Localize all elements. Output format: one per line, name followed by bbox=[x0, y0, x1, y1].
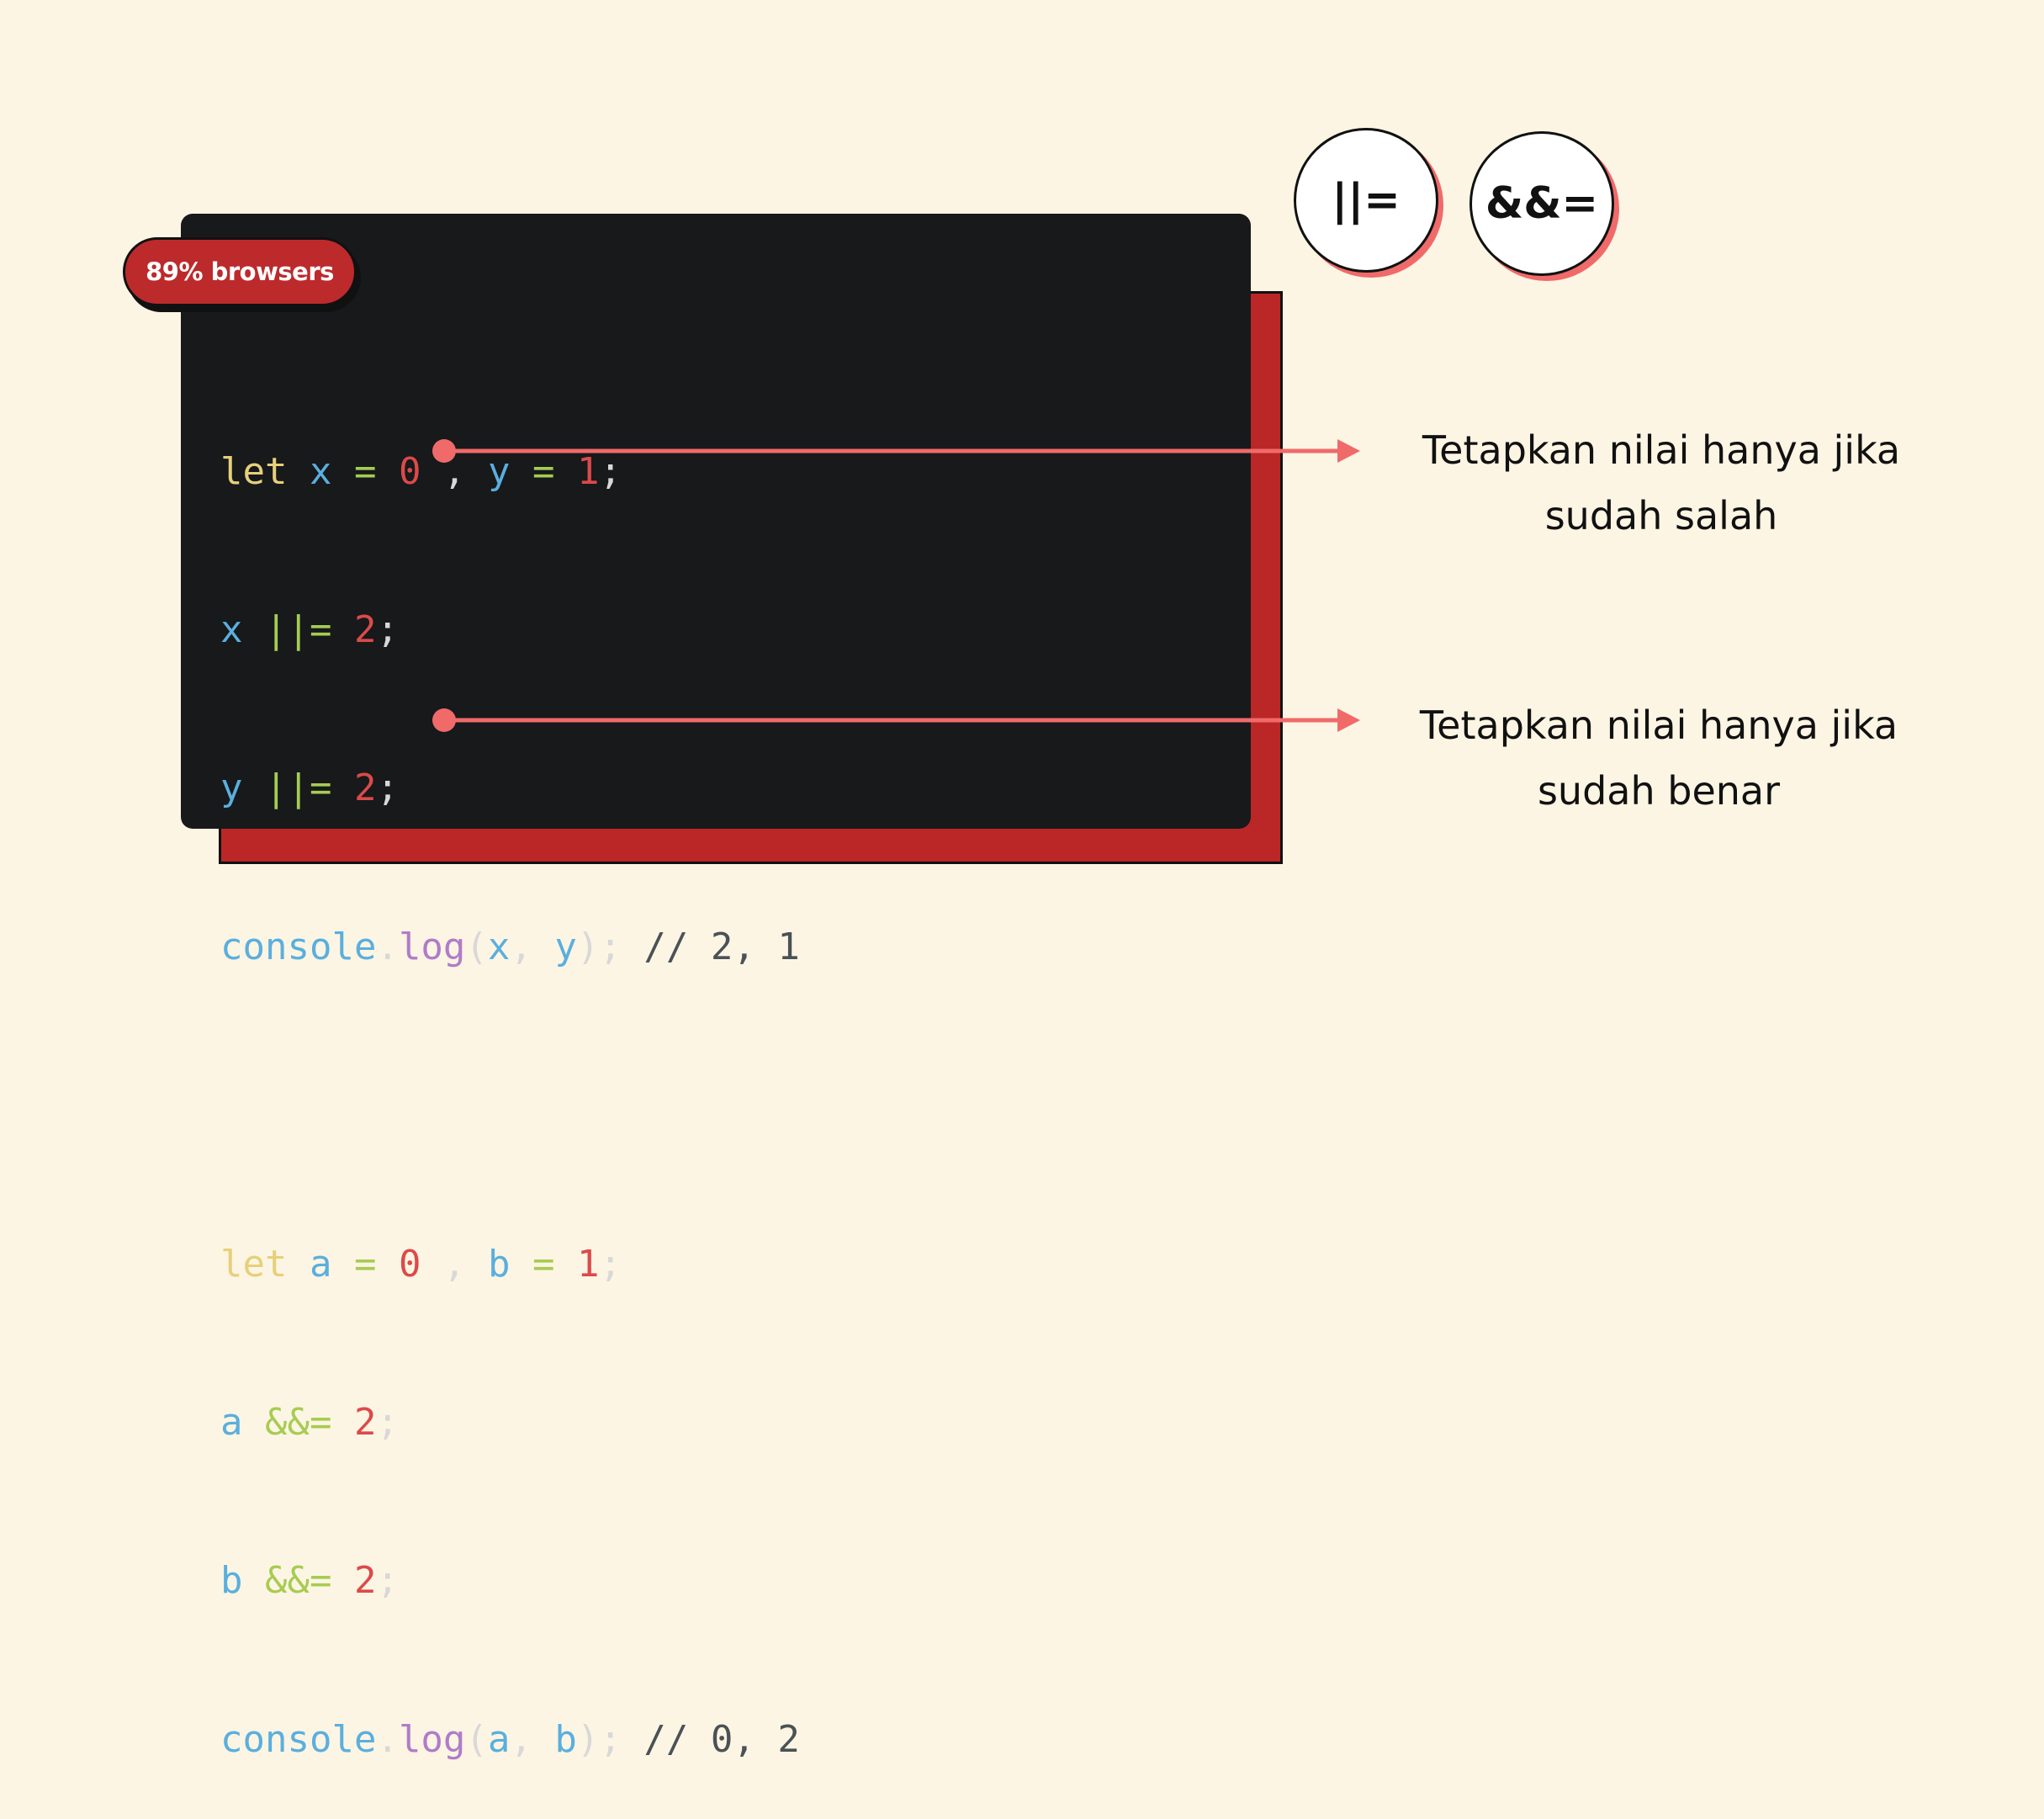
object: console bbox=[220, 1717, 377, 1761]
punctuation: ; bbox=[376, 607, 399, 651]
variable: y bbox=[220, 766, 243, 810]
connector-or bbox=[432, 439, 1360, 463]
punctuation: ( bbox=[465, 1717, 488, 1761]
code-line-9: console.log(a, b); // 0, 2 bbox=[220, 1714, 800, 1767]
operator: ||= bbox=[265, 607, 332, 651]
operator: ||= bbox=[265, 766, 332, 810]
punctuation: . bbox=[376, 925, 399, 968]
connector-and bbox=[432, 708, 1360, 732]
code-line-3: y ||= 2; bbox=[220, 762, 800, 815]
number: 2 bbox=[353, 766, 377, 810]
number: 2 bbox=[353, 1559, 377, 1603]
comment: // 2, 1 bbox=[643, 925, 800, 968]
punctuation: ); bbox=[576, 1717, 622, 1761]
punctuation: , bbox=[510, 1717, 532, 1761]
code-line-8: b &&= 2; bbox=[220, 1555, 800, 1608]
punctuation: , bbox=[442, 1242, 466, 1286]
variable: x bbox=[309, 449, 332, 493]
punctuation: ); bbox=[576, 925, 622, 968]
variable: x bbox=[487, 925, 511, 968]
variable: b bbox=[220, 1559, 243, 1603]
variable: y bbox=[554, 925, 577, 968]
punctuation: ; bbox=[376, 766, 399, 810]
operator: = bbox=[353, 1242, 377, 1286]
browser-support-badge: 89% browsers bbox=[123, 237, 357, 306]
or-assign-operator-circle: ||= bbox=[1294, 128, 1438, 273]
function: log bbox=[398, 925, 466, 968]
operator: = bbox=[532, 1242, 555, 1286]
comment: // 0, 2 bbox=[643, 1717, 800, 1761]
arrow-head-icon bbox=[1337, 439, 1360, 463]
punctuation: , bbox=[510, 925, 532, 968]
operator: &&= bbox=[265, 1559, 332, 1603]
punctuation: ( bbox=[465, 925, 488, 968]
variable: y bbox=[487, 449, 511, 493]
description-line: Tetapkan nilai hanya jika bbox=[1422, 427, 1901, 473]
code-line-7: a &&= 2; bbox=[220, 1397, 800, 1450]
number: 2 bbox=[353, 607, 377, 651]
operator: = bbox=[532, 449, 555, 493]
variable: a bbox=[487, 1717, 511, 1761]
arrow-head-icon bbox=[1337, 708, 1360, 732]
and-assign-operator-circle: &&= bbox=[1469, 131, 1614, 276]
variable: b bbox=[554, 1717, 577, 1761]
number: 0 bbox=[398, 1242, 421, 1286]
keyword: let bbox=[220, 449, 288, 493]
punctuation: ; bbox=[599, 1242, 622, 1286]
code-line-blank bbox=[220, 1079, 800, 1132]
code-line-2: x ||= 2; bbox=[220, 604, 800, 657]
object: console bbox=[220, 925, 377, 968]
punctuation: . bbox=[376, 1717, 399, 1761]
and-assign-description: Tetapkan nilai hanya jika sudah benar bbox=[1364, 692, 1953, 824]
punctuation: ; bbox=[376, 1559, 399, 1603]
code-line-4: console.log(x, y); // 2, 1 bbox=[220, 921, 800, 974]
description-line: sudah salah bbox=[1544, 493, 1778, 538]
punctuation: ; bbox=[599, 449, 622, 493]
function: log bbox=[398, 1717, 466, 1761]
operator: = bbox=[353, 449, 377, 493]
code-line-6: let a = 0 , b = 1; bbox=[220, 1238, 800, 1291]
variable: x bbox=[220, 607, 243, 651]
code-line-1: let x = 0 , y = 1; bbox=[220, 446, 800, 499]
number: 0 bbox=[398, 449, 421, 493]
variable: b bbox=[487, 1242, 511, 1286]
code-panel bbox=[181, 214, 1251, 829]
keyword: let bbox=[220, 1242, 288, 1286]
description-line: sudah benar bbox=[1537, 768, 1781, 814]
number: 2 bbox=[353, 1400, 377, 1444]
variable: a bbox=[309, 1242, 332, 1286]
number: 1 bbox=[576, 1242, 600, 1286]
or-assign-description: Tetapkan nilai hanya jika sudah salah bbox=[1367, 417, 1956, 549]
variable: a bbox=[220, 1400, 243, 1444]
punctuation: ; bbox=[376, 1400, 399, 1444]
operator: &&= bbox=[265, 1400, 332, 1444]
number: 1 bbox=[576, 449, 600, 493]
description-line: Tetapkan nilai hanya jika bbox=[1419, 703, 1898, 748]
connector-lines bbox=[432, 439, 1360, 732]
